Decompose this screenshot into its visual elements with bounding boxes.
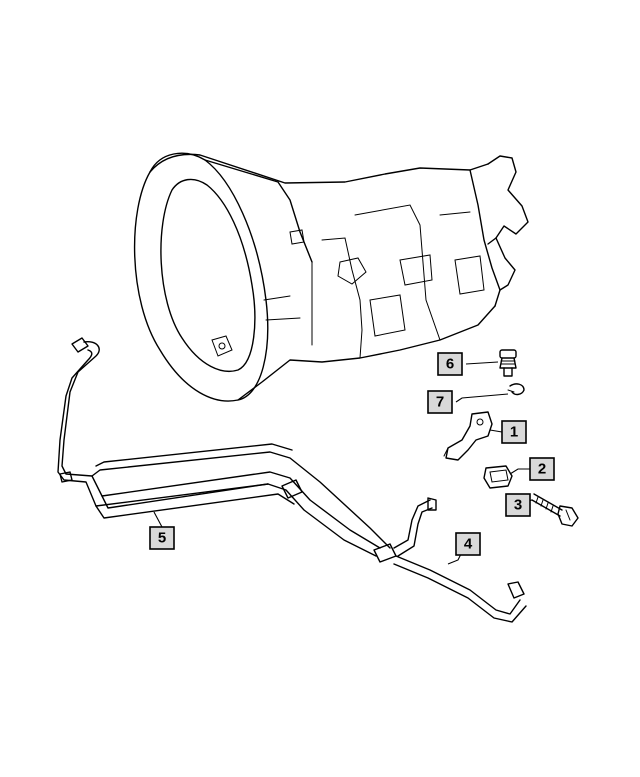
- transmission-assembly: [133, 152, 529, 402]
- bracket-part-1: [443, 411, 493, 461]
- callout-7-label: 7: [436, 394, 444, 411]
- callout-6: 6: [437, 352, 463, 376]
- cooler-line-part-4: [393, 497, 527, 623]
- callout-7: 7: [427, 390, 453, 414]
- clip-part-7: [507, 383, 525, 396]
- callout-2-label: 2: [538, 461, 546, 478]
- callout-3-label: 3: [514, 497, 522, 514]
- callout-6-label: 6: [446, 356, 454, 373]
- bolt-part-3: [531, 493, 579, 527]
- cooler-line-part-5: [57, 337, 397, 563]
- callout-1-label: 1: [510, 424, 518, 441]
- callout-5-label: 5: [158, 530, 166, 547]
- callout-5: 5: [149, 526, 175, 550]
- callout-2: 2: [529, 457, 555, 481]
- nut-part-2: [483, 465, 513, 489]
- callout-3: 3: [505, 493, 531, 517]
- sensor-part-6: [499, 349, 517, 377]
- callout-4-label: 4: [464, 536, 473, 553]
- callout-4: 4: [455, 532, 481, 556]
- callout-1: 1: [501, 420, 527, 444]
